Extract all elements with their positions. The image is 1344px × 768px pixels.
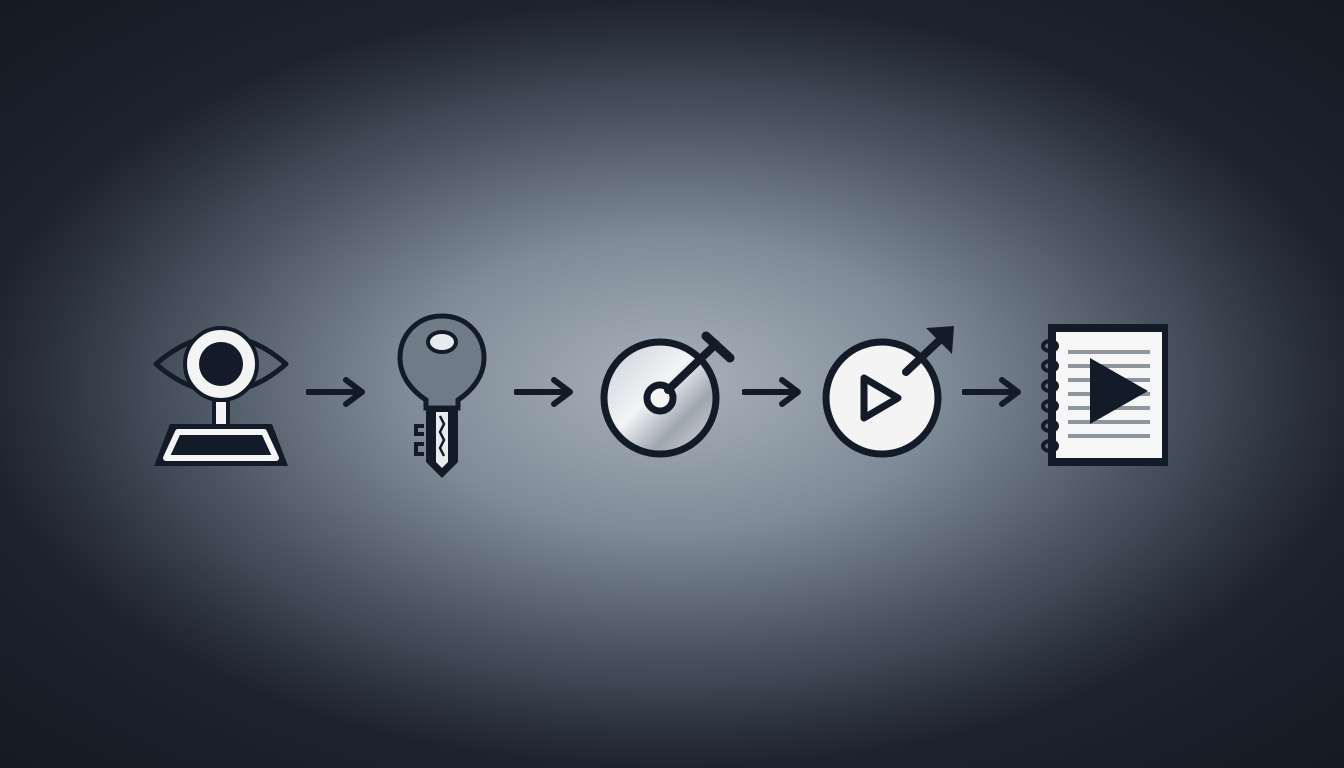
flow-arrow-3 — [742, 377, 801, 407]
play-circle-arrow-icon — [822, 326, 954, 458]
flow-arrow-4 — [962, 377, 1021, 407]
webcam-eye-icon — [153, 326, 289, 466]
video-notebook-icon — [1041, 324, 1168, 466]
disc-tonearm-icon — [600, 331, 735, 458]
flow-arrow-2 — [514, 377, 573, 407]
flow-arrow-1 — [306, 377, 365, 407]
key-icon — [397, 313, 487, 478]
